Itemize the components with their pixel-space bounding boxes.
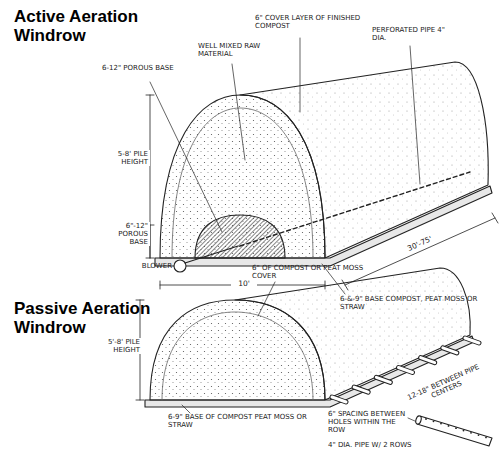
cover-layer-line — [162, 312, 313, 400]
width-dimension — [160, 281, 325, 289]
pipe-stub-fill — [443, 348, 457, 353]
porous-base-dome — [195, 215, 285, 258]
windrow-front — [150, 300, 325, 400]
pipe-end — [415, 415, 422, 424]
pipe-stub — [465, 338, 479, 343]
dimension-label: 6-&-9" BASE COMPOST, PEAT MOSS OR STRAW — [340, 295, 485, 311]
pipe-hole — [455, 427, 457, 429]
dimension-label: 10' — [231, 280, 257, 289]
pipe-stub — [443, 348, 457, 353]
pipe-hole — [478, 434, 480, 436]
pipe-stubs — [332, 338, 479, 402]
dimension-label: BLOWER — [118, 262, 172, 270]
dimension-label: PERFORATED PIPE 4" DIA. — [372, 26, 457, 42]
dimension-label: 4" DIA. PIPE W/ 2 ROWS — [328, 441, 416, 449]
dimension-label: WELL MIXED RAW MATERIAL — [198, 42, 268, 58]
pipe-hole — [440, 423, 442, 425]
pipe-stub-fill — [376, 377, 390, 382]
windrow-front — [160, 95, 325, 258]
pipe-stub — [332, 397, 346, 402]
leader-line — [300, 38, 301, 112]
pipe-detail — [417, 416, 492, 446]
dimension-label: 6" SPACING BETWEEN HOLES WITHIN THE ROW — [328, 410, 408, 434]
diagram-title: Active Aeration Windrow — [14, 8, 159, 45]
blower-pipe — [185, 246, 238, 263]
dimension-label: 6-12" POROUS BASE — [102, 64, 182, 72]
blower — [174, 260, 186, 272]
pipe-hole — [448, 425, 450, 427]
pipe-hole — [433, 420, 435, 422]
pipe-stub — [399, 368, 413, 373]
pipe-holes — [425, 418, 487, 438]
dimension-label: 6"-12" POROUS BASE — [100, 222, 150, 246]
pipe-hole — [425, 418, 427, 420]
pipe-stub-fill — [465, 338, 479, 343]
pipe-hole — [463, 430, 465, 432]
dimension-label: 5-8' PILE HEIGHT — [100, 150, 150, 166]
leader-line — [150, 82, 222, 232]
diagram-heading: Passive Aeration Windrow — [14, 300, 164, 337]
cover-layer-line — [172, 108, 313, 258]
pipe-stub — [354, 387, 368, 392]
leader-line — [410, 46, 420, 184]
dimension-label: 6-9" BASE OF COMPOST PEAT MOSS OR STRAW — [168, 413, 318, 429]
leader-line — [232, 64, 245, 160]
dimension-label: 6" COVER LAYER OF FINISHED COMPOST — [255, 14, 375, 30]
pipe-stub-fill — [354, 387, 368, 392]
pipe-stub-fill — [421, 358, 435, 363]
pipe-stub — [376, 377, 390, 382]
pipe-stub-fill — [332, 397, 346, 402]
pipe-stub — [421, 358, 435, 363]
dimension-label: 5'-8' PILE HEIGHT — [92, 338, 142, 354]
pipe-hole — [485, 437, 487, 439]
leader-line — [258, 282, 275, 316]
pipe-stub-fill — [399, 368, 413, 373]
pipe-hole — [470, 432, 472, 434]
leader-line — [182, 405, 190, 413]
dimension-label: 6" OF COMPOST OR PEAT MOSS COVER — [252, 264, 382, 280]
